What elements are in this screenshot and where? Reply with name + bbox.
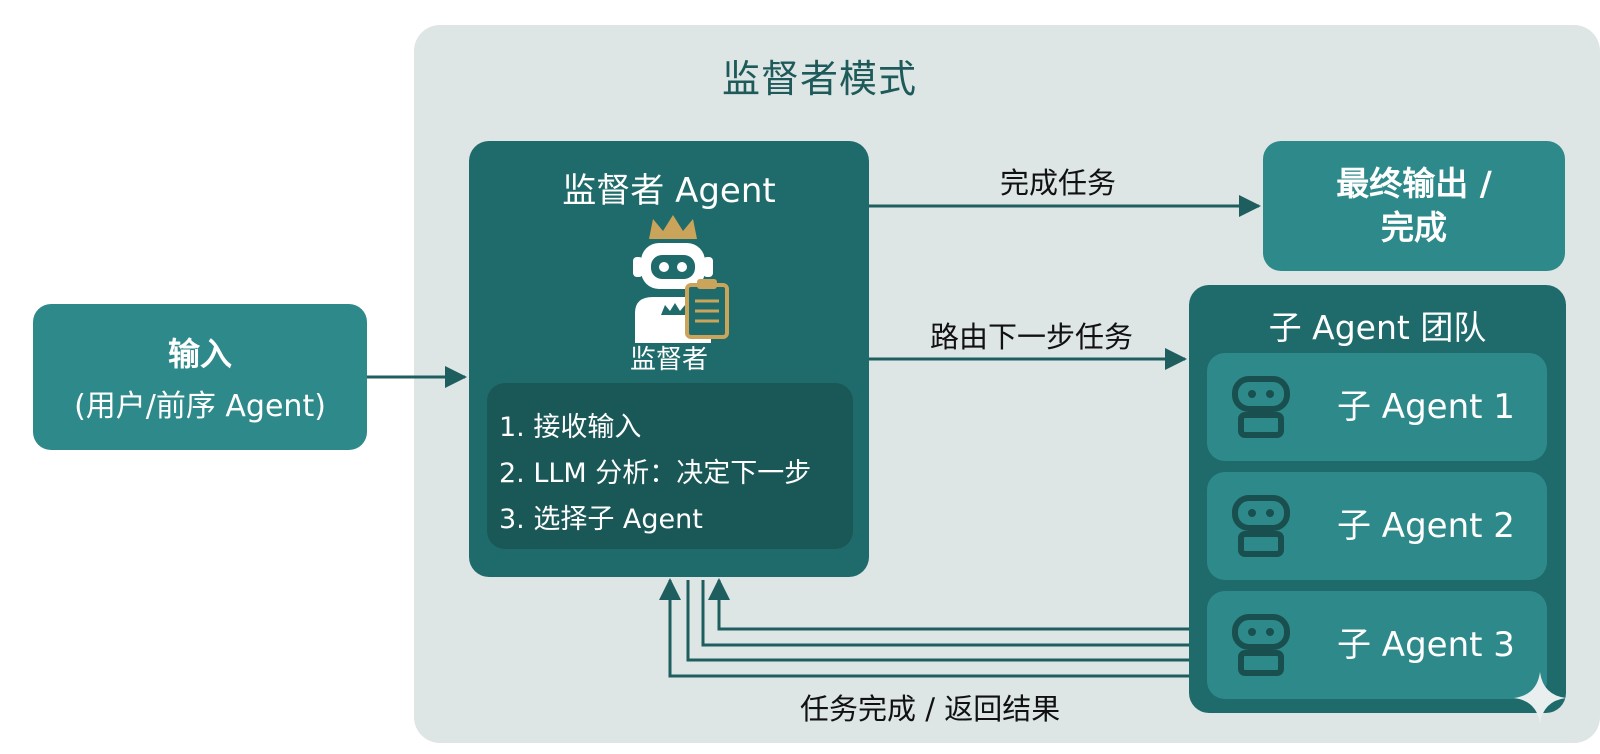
sub-agent-1: 子 Agent 1: [1207, 353, 1547, 461]
supervisor-step-2: 2. LLM 分析：决定下一步: [499, 458, 812, 489]
clipboard-icon: [685, 279, 729, 339]
input-title: 输入: [167, 335, 232, 373]
robot-icon: [1232, 376, 1290, 438]
return-path-2: [701, 580, 1189, 647]
supervisor-step-3: 3. 选择子 Agent: [499, 504, 703, 535]
panel-title: 监督者模式: [722, 57, 918, 101]
final-output-node: 最终输出 / 完成: [1263, 141, 1565, 271]
sub-agent-2: 子 Agent 2: [1207, 472, 1547, 580]
sub-agent-3: 子 Agent 3: [1207, 591, 1547, 699]
sub-agent-label: 子 Agent 3: [1337, 625, 1515, 665]
sparkle-icon: [1514, 672, 1566, 724]
edge-label-return-result: 任务完成 / 返回结果: [800, 692, 1061, 726]
return-path-3: [686, 580, 1189, 662]
sub-agent-team-node: 子 Agent 团队 子 Agent 1 子 Agent 2 子 Agent 3: [1189, 285, 1566, 713]
robot-icon: [1232, 495, 1290, 557]
supervisor-icon-label: 监督者: [629, 345, 708, 375]
supervisor-robot-icon: [633, 215, 729, 343]
team-title: 子 Agent 团队: [1268, 308, 1487, 347]
supervisor-steps: 1. 接收输入 2. LLM 分析：决定下一步 3. 选择子 Agent: [487, 383, 853, 549]
sub-agent-label: 子 Agent 1: [1337, 387, 1515, 427]
return-path-4: [659, 578, 1189, 678]
input-node: 输入 (用户/前序 Agent): [33, 304, 367, 450]
robot-icon: [1232, 614, 1290, 676]
edge-label-route-next: 路由下一步任务: [930, 320, 1134, 354]
supervisor-agent-node: 监督者 Agent 监督者 1. 接收输入 2. LLM 分析：决定下一步 3.…: [469, 141, 869, 577]
supervisor-title: 监督者 Agent: [562, 171, 776, 211]
final-output-line2: 完成: [1381, 208, 1447, 247]
crown-icon: [649, 215, 697, 239]
edge-label-complete-task: 完成任务: [1000, 166, 1117, 200]
sub-agent-label: 子 Agent 2: [1337, 506, 1515, 546]
input-subtitle: (用户/前序 Agent): [74, 389, 326, 424]
return-path-1: [708, 578, 1189, 631]
supervisor-step-1: 1. 接收输入: [499, 412, 642, 443]
final-output-line1: 最终输出 /: [1336, 164, 1492, 203]
